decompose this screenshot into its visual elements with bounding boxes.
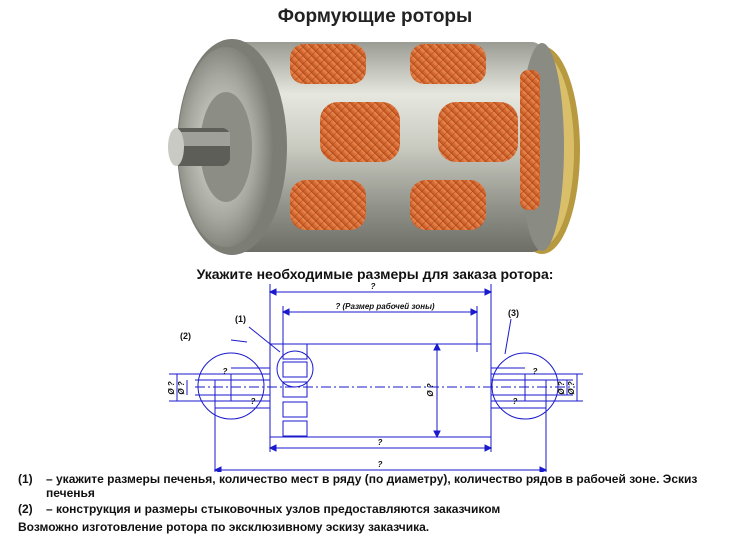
dim-right-shaft-d1: Ø ? bbox=[557, 381, 566, 394]
note-number: (1) bbox=[18, 472, 33, 486]
callout-3: (3) bbox=[508, 308, 519, 318]
note-number: (2) bbox=[18, 502, 33, 516]
page-title: Формующие роторы bbox=[277, 6, 473, 27]
dim-left-len-1: ? bbox=[223, 367, 228, 376]
note-text: – конструкция и размеры стыковочных узло… bbox=[46, 502, 501, 516]
dim-left-len-2: ? bbox=[251, 397, 256, 406]
dim-left-shaft-d2: Ø ? bbox=[177, 381, 186, 394]
note-item: (2) – конструкция и размеры стыковочных … bbox=[18, 502, 733, 516]
note-item: (1) – укажите размеры печенья, количеств… bbox=[18, 472, 733, 500]
cavity-grid bbox=[290, 44, 540, 230]
dim-overall-bottom: ? bbox=[378, 460, 383, 469]
drawing-subtitle: Укажите необходимые размеры для заказа р… bbox=[196, 266, 554, 282]
notes-list: (1) – укажите размеры печенья, количеств… bbox=[18, 472, 733, 518]
dim-left-shaft-d1: Ø ? bbox=[167, 381, 176, 394]
dim-right-len-2: ? bbox=[513, 397, 518, 406]
rotor-drawing: ? ? (Размер рабочей зоны) Ø ? ? ? Ø ? Ø … bbox=[167, 282, 583, 472]
dim-right-len-1: ? bbox=[533, 367, 538, 376]
note-text: – укажите размеры печенья, количество ме… bbox=[46, 472, 698, 500]
callout-1: (1) bbox=[235, 314, 246, 324]
dim-body-diameter: Ø ? bbox=[426, 383, 435, 396]
dim-right-shaft-d2: Ø ? bbox=[567, 381, 576, 394]
final-note: Возможно изготовление ротора по эксклюзи… bbox=[18, 520, 430, 534]
dim-work-zone: ? (Размер рабочей зоны) bbox=[335, 302, 435, 311]
dim-overall-top: ? bbox=[371, 282, 376, 291]
callout-2: (2) bbox=[180, 331, 191, 341]
rotor-photo bbox=[168, 39, 580, 255]
dim-body-length: ? bbox=[378, 438, 383, 447]
